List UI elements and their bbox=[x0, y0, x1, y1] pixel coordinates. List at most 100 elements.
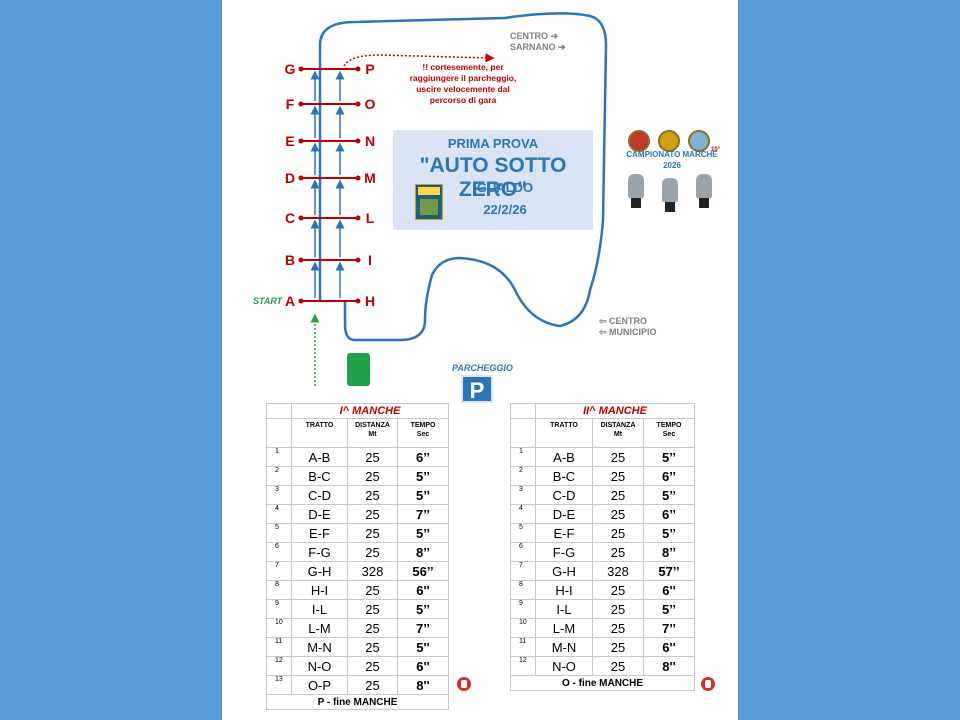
distanza-cell: 25 bbox=[347, 447, 398, 467]
distanza-cell: 25 bbox=[592, 637, 644, 657]
row-number: 2 bbox=[266, 466, 292, 486]
tempo-cell: 7’’ bbox=[396, 618, 450, 638]
ladder-rungs bbox=[301, 68, 358, 302]
letter-right-h: H bbox=[364, 293, 376, 309]
letter-right-m: M bbox=[364, 170, 376, 186]
distanza-cell: 25 bbox=[592, 599, 644, 619]
event-line-4: 22/2/26 bbox=[483, 202, 527, 217]
letter-left-d: D bbox=[284, 170, 296, 186]
tempo-cell: 5’’ bbox=[396, 523, 450, 543]
tratto-cell: B-C bbox=[535, 466, 593, 486]
tratto-cell: I-L bbox=[535, 599, 593, 619]
distanza-cell: 25 bbox=[592, 466, 644, 486]
medal-icon bbox=[688, 130, 710, 152]
row-number: 2 bbox=[510, 466, 536, 486]
tratto-cell: N-O bbox=[535, 656, 593, 676]
distanza-cell: 25 bbox=[347, 637, 398, 657]
direction-centro-top: CENTRO ➔ bbox=[510, 31, 559, 41]
tempo-cell: 8’’ bbox=[396, 542, 450, 562]
letter-left-e: E bbox=[285, 133, 295, 149]
tempo-cell: 6'' bbox=[643, 637, 695, 657]
letter-left-b: B bbox=[284, 252, 296, 268]
direction-municipio: ⇦ MUNICIPIO bbox=[599, 327, 657, 337]
row-number: 9 bbox=[266, 599, 292, 619]
row-number: 5 bbox=[266, 523, 292, 543]
circuit-outline bbox=[318, 12, 608, 342]
medal-icon bbox=[658, 130, 680, 152]
tempo-cell: 5’’ bbox=[643, 485, 695, 505]
exit-path bbox=[343, 53, 495, 67]
distanza-cell: 25 bbox=[592, 504, 644, 524]
tempo-cell: 8’’ bbox=[643, 542, 695, 562]
manche-footer: P - fine MANCHE bbox=[265, 694, 450, 710]
tempo-cell: 5’’ bbox=[396, 485, 450, 505]
event-line-2: "AUTO SOTTO ZERO" bbox=[419, 154, 567, 201]
distanza-cell: 25 bbox=[347, 485, 398, 505]
distanza-cell: 25 bbox=[592, 656, 644, 676]
car-icon bbox=[347, 353, 370, 386]
row-number: 7 bbox=[510, 561, 536, 581]
manche-1-title: I^ MANCHE bbox=[290, 403, 450, 419]
row-number: 11 bbox=[266, 637, 292, 657]
distanza-cell: 25 bbox=[347, 656, 398, 676]
distanza-cell: 25 bbox=[592, 580, 644, 600]
parking-sign-icon: P bbox=[461, 375, 493, 403]
distanza-cell: 25 bbox=[592, 618, 644, 638]
tratto-cell: N-O bbox=[291, 656, 348, 676]
trophy-icon bbox=[696, 174, 712, 198]
manche-footer: O - fine MANCHE bbox=[510, 675, 695, 691]
ladder-dots bbox=[298, 66, 361, 304]
tratto-cell: O-P bbox=[291, 675, 348, 695]
row-number: 4 bbox=[266, 504, 292, 524]
distanza-cell: 25 bbox=[592, 447, 644, 467]
tempo-cell: 5’’ bbox=[643, 599, 695, 619]
row-number: 8 bbox=[510, 580, 536, 600]
letter-right-p: P bbox=[365, 61, 375, 77]
parking-label: PARCHEGGIO bbox=[452, 363, 513, 373]
tratto-cell: M-N bbox=[291, 637, 348, 657]
distanza-cell: 25 bbox=[592, 523, 644, 543]
trophy-icon bbox=[628, 174, 644, 198]
distanza-cell: 25 bbox=[347, 504, 398, 524]
championship-title: CAMPIONATO MARCHE bbox=[626, 150, 718, 159]
row-number: 6 bbox=[510, 542, 536, 562]
distanza-cell: 25 bbox=[347, 466, 398, 486]
row-number: 9 bbox=[510, 599, 536, 619]
trophy-base-icon bbox=[699, 198, 709, 208]
distanza-cell: 328 bbox=[347, 561, 398, 581]
tratto-cell: B-C bbox=[291, 466, 348, 486]
letter-left-f: F bbox=[285, 96, 295, 112]
tempo-cell: 5’’ bbox=[396, 599, 450, 619]
letter-left-c: C bbox=[284, 210, 296, 226]
start-label: START bbox=[253, 296, 283, 306]
route-map bbox=[298, 12, 608, 386]
row-number: 4 bbox=[510, 504, 536, 524]
tratto-cell: A-B bbox=[535, 447, 593, 467]
tempo-cell: 57’’ bbox=[643, 561, 695, 581]
distanza-cell: 328 bbox=[592, 561, 644, 581]
row-number: 1 bbox=[510, 447, 536, 467]
medal-icon bbox=[628, 130, 650, 152]
championship-edition: 10° bbox=[711, 147, 721, 153]
distanza-cell: 25 bbox=[347, 675, 398, 695]
distanza-cell: 25 bbox=[347, 599, 398, 619]
row-number: 11 bbox=[510, 637, 536, 657]
